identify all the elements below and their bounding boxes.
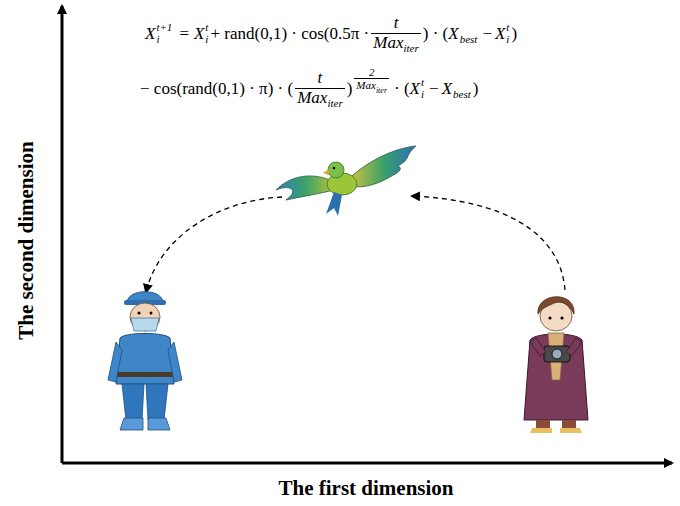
formula-text: ) — [473, 79, 479, 99]
worker-figure-part — [120, 418, 143, 430]
dashed-arrow-part — [412, 196, 565, 290]
superscript-fraction: 2Maxiter — [352, 66, 391, 112]
dashed-arrow-part — [146, 197, 282, 292]
parrot-part — [333, 167, 336, 170]
parrot-part — [352, 146, 416, 187]
axes-part — [61, 6, 64, 463]
worker-figure-part — [122, 384, 144, 420]
formula-text: i — [205, 34, 208, 46]
formula-text: Max — [297, 88, 327, 107]
formula-text: iter — [403, 42, 418, 54]
denominator: Maxiter — [354, 78, 389, 96]
script-stack: ti — [421, 77, 424, 100]
formula-text: Max — [356, 79, 376, 91]
worker-figure-part — [168, 342, 182, 382]
script-stack: best — [460, 22, 478, 46]
formula-text: t — [394, 14, 399, 33]
script-stack: t+1i — [156, 22, 172, 45]
photographer-figure-part — [562, 420, 576, 428]
formula-text: ) — [511, 24, 517, 44]
formula-line: Xt+1i=Xti+ rand(0,1) · cos(0.5π ·tMaxite… — [145, 14, 517, 54]
photographer-figure-part — [560, 428, 582, 433]
formula-text: − — [429, 79, 439, 99]
formula-text: X — [448, 24, 458, 44]
formula-text: t+1 — [156, 22, 172, 34]
photographer-figure-part — [530, 428, 552, 433]
formula-text: X — [145, 24, 155, 44]
formula-text: best — [453, 89, 471, 101]
parrot-part — [323, 169, 329, 175]
photographer-figure-part — [548, 316, 551, 319]
parrot-part — [276, 176, 334, 200]
worker-figure — [108, 292, 182, 430]
fraction: tMaxiter — [371, 14, 421, 54]
formula-text: ) · ( — [423, 24, 448, 44]
worker-figure-part — [150, 312, 153, 315]
formula-line: − cos(rand(0,1) · π) · (tMaxiter)2Maxite… — [140, 66, 478, 112]
worker-figure-part — [148, 418, 170, 430]
script-stack: ti — [205, 22, 208, 45]
formula-text: X — [495, 24, 505, 44]
denominator: Maxiter — [371, 33, 421, 54]
formula-text: X — [194, 24, 204, 44]
worker-figure-part — [108, 342, 122, 382]
axes-part — [62, 462, 672, 465]
denominator: Maxiter — [295, 88, 345, 109]
formula-text: X — [410, 79, 420, 99]
photographer-figure-part — [552, 349, 562, 359]
spacer — [352, 96, 391, 112]
axis-label: The first dimension — [278, 476, 453, 501]
worker-figure-part — [116, 334, 174, 385]
photographer-figure-part — [544, 346, 570, 362]
formula-text: best — [460, 34, 478, 46]
axes — [62, 6, 672, 463]
worker-figure-part — [146, 384, 168, 420]
formula-text: t — [506, 22, 509, 34]
formula-text: t — [205, 22, 208, 34]
formula-text: i — [421, 89, 424, 101]
formula-text: · ( — [394, 79, 410, 99]
photographer-figure-part — [538, 297, 574, 314]
formula-text: Max — [373, 33, 403, 52]
formula-text: i — [506, 34, 509, 46]
formula-text: X — [442, 79, 452, 99]
photographer-figure-part — [530, 338, 546, 356]
worker-figure-part — [130, 303, 160, 331]
formula-text: i — [156, 34, 172, 46]
script-stack: ti — [506, 22, 509, 45]
photographer-figure-part — [536, 420, 550, 428]
worker-figure-part — [131, 318, 159, 331]
formula-text: 2 — [369, 66, 375, 78]
spacer — [460, 22, 478, 34]
script-stack: best — [453, 77, 471, 101]
formula-text: = — [179, 24, 189, 44]
parrot — [276, 146, 416, 216]
photographer-figure — [524, 297, 588, 433]
fraction: 2Maxiter — [354, 66, 389, 96]
parrot-part — [326, 192, 342, 216]
photographer-figure-part — [560, 316, 563, 319]
spacer — [453, 77, 471, 89]
formula-text: t — [421, 77, 424, 89]
fraction: tMaxiter — [295, 69, 345, 109]
axis-label: The second dimension — [14, 141, 39, 339]
formula-text: − — [482, 24, 492, 44]
photographer-figure-part — [566, 338, 582, 356]
photographer-figure-part — [524, 334, 588, 420]
formula-text: − cos(rand(0,1) · π) · ( — [140, 79, 293, 99]
formula-text: ) — [347, 79, 353, 99]
formula-text: iter — [327, 97, 342, 109]
formula-text: iter — [376, 86, 387, 95]
worker-figure-part — [116, 372, 174, 377]
worker-figure-part — [138, 312, 141, 315]
parrot-part — [328, 162, 344, 178]
dashed-arrow — [146, 196, 565, 292]
formula-text: t — [318, 69, 323, 88]
formula-text: + rand(0,1) · cos(0.5π · — [210, 24, 369, 44]
